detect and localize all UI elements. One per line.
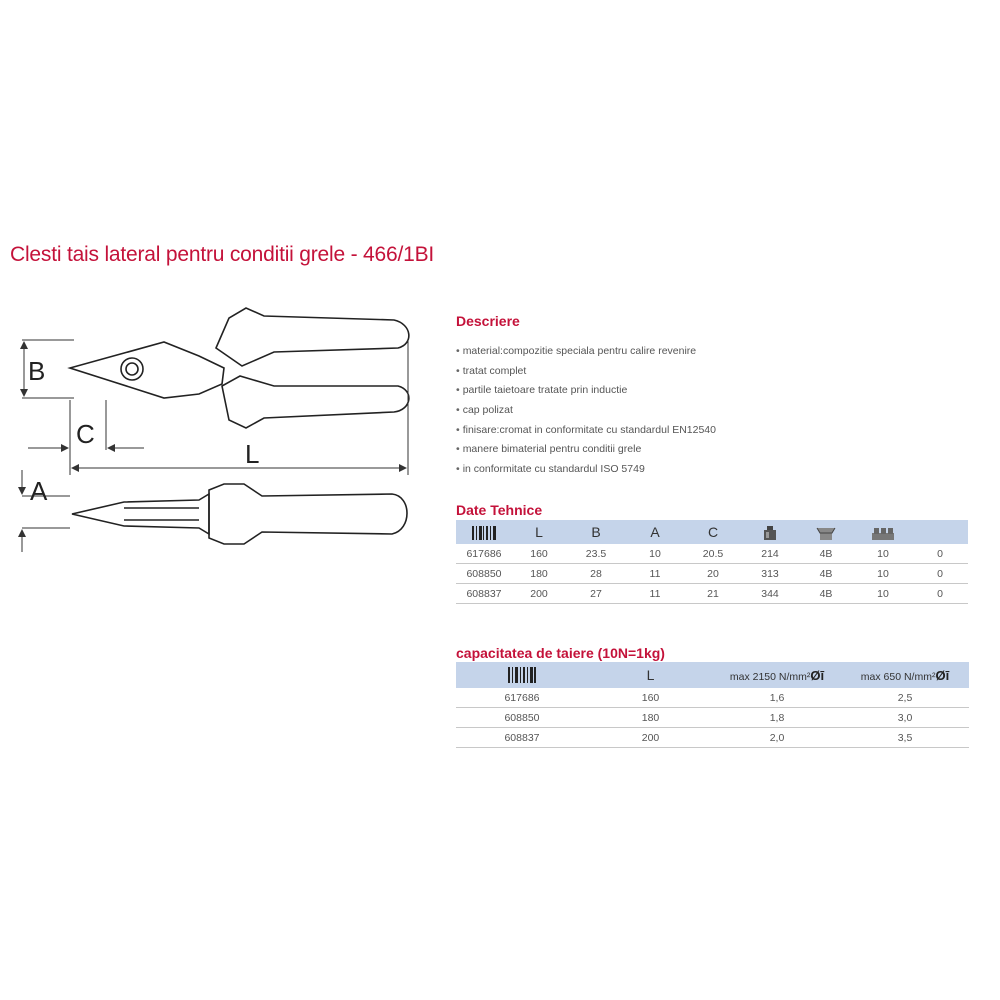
table-cell: 200: [588, 727, 713, 748]
weight-icon: [764, 525, 776, 540]
package-icon: [816, 527, 836, 540]
table-row: 617686 160 1,6 2,5: [456, 688, 969, 708]
table-cell: 21: [684, 583, 742, 604]
tech-col-l: L: [535, 524, 543, 540]
pliers-top-view: [67, 307, 410, 429]
table-cell: 608850: [456, 563, 512, 584]
tech-table: L B A C: [456, 520, 968, 604]
table-cell: 1,6: [713, 688, 841, 708]
capacity-col-l: L: [646, 667, 655, 683]
pliers-side-view: [71, 483, 408, 545]
capacity-col-soft-material: max 650 N/mm²Øī: [841, 662, 969, 688]
table-row: 608837 200 2,0 3,5: [456, 727, 969, 748]
table-cell: 27: [566, 583, 626, 604]
table-cell: 160: [588, 688, 713, 708]
capacity-heading: capacitatea de taiere (10N=1kg): [456, 645, 665, 661]
table-row: 608850 180 1,8 3,0: [456, 707, 969, 728]
page-title: Clesti tais lateral pentru conditii grel…: [10, 243, 435, 266]
pliers-dimension-drawing: B C L A: [18, 307, 410, 552]
material-label: max 2150 N/mm²: [729, 670, 811, 683]
table-cell: 313: [742, 563, 798, 584]
capacity-table: L max 2150 N/mm²Øī max 650 N/mm²Øī 61768…: [456, 662, 969, 748]
dimension-label-c: C: [76, 419, 95, 449]
table-cell: 28: [566, 563, 626, 584]
diameter-symbol: Øī: [810, 667, 825, 683]
material-label: max 650 N/mm²: [860, 670, 936, 683]
description-item: in conformitate cu standardul ISO 5749: [456, 460, 716, 480]
table-cell: 344: [742, 583, 798, 604]
table-cell: 2,0: [713, 727, 841, 748]
table-cell: 160: [512, 544, 566, 564]
table-cell: 20: [684, 563, 742, 584]
table-cell: 10: [854, 544, 912, 564]
tech-col-weight: [742, 520, 798, 544]
table-cell: 11: [626, 583, 684, 604]
dimension-label-a: A: [30, 476, 48, 506]
tech-col-pack: [798, 520, 854, 544]
tech-col-code: [456, 520, 512, 544]
table-cell: 3,0: [841, 707, 969, 728]
description-item: finisare:cromat in conformitate cu stand…: [456, 421, 716, 441]
tech-col-b: B: [591, 524, 601, 540]
description-item: partile taietoare tratate prin inductie: [456, 381, 716, 401]
table-cell: 23.5: [566, 544, 626, 564]
table-cell: 10: [626, 544, 684, 564]
dimension-label-b: B: [28, 356, 45, 386]
tech-col-last: [912, 520, 968, 544]
capacity-col-hard-material: max 2150 N/mm²Øī: [713, 662, 841, 688]
table-row: 617686 160 23.5 10 20.5 214 4B 10 0: [456, 544, 968, 564]
barcode-icon: [508, 667, 536, 684]
table-cell: 3,5: [841, 727, 969, 748]
tech-col-a: A: [650, 524, 660, 540]
table-cell: 4B: [798, 563, 854, 584]
table-cell: 608837: [456, 583, 512, 604]
capacity-header-row: L max 2150 N/mm²Øī max 650 N/mm²Øī: [456, 662, 969, 688]
tech-col-c: C: [707, 524, 719, 540]
table-cell: 10: [854, 563, 912, 584]
table-cell: 1,8: [713, 707, 841, 728]
table-cell: 180: [588, 707, 713, 728]
description-item: material:compozitie speciala pentru cali…: [456, 342, 716, 362]
table-cell: 0: [912, 544, 968, 564]
description-heading: Descriere: [456, 313, 520, 329]
table-cell: 617686: [456, 688, 588, 708]
description-item: tratat complet: [456, 362, 716, 382]
table-cell: 0: [912, 583, 968, 604]
table-cell: 10: [854, 583, 912, 604]
table-cell: 200: [512, 583, 566, 604]
barcode-icon: [472, 525, 496, 540]
table-cell: 2,5: [841, 688, 969, 708]
table-cell: 608837: [456, 727, 588, 748]
tech-col-qty: [854, 520, 912, 544]
table-cell: 0: [912, 563, 968, 584]
table-cell: 4B: [798, 583, 854, 604]
table-row: 608850 180 28 11 20 313 4B 10 0: [456, 563, 968, 584]
table-cell: 214: [742, 544, 798, 564]
table-cell: 4B: [798, 544, 854, 564]
table-row: 608837 200 27 11 21 344 4B 10 0: [456, 583, 968, 604]
table-cell: 608850: [456, 707, 588, 728]
capacity-col-code: [456, 662, 588, 688]
table-cell: 617686: [456, 544, 512, 564]
dimension-lines: [18, 339, 409, 552]
description-list: material:compozitie speciala pentru cali…: [456, 342, 716, 480]
table-cell: 20.5: [684, 544, 742, 564]
tech-heading: Date Tehnice: [456, 502, 543, 518]
diameter-symbol: Øī: [935, 667, 950, 683]
stack-icon: [872, 527, 894, 540]
dimension-label-l: L: [245, 439, 259, 469]
description-item: cap polizat: [456, 401, 716, 421]
tech-header-row: L B A C: [456, 520, 968, 544]
table-cell: 11: [626, 563, 684, 584]
description-item: manere bimaterial pentru conditii grele: [456, 440, 716, 460]
table-cell: 180: [512, 563, 566, 584]
